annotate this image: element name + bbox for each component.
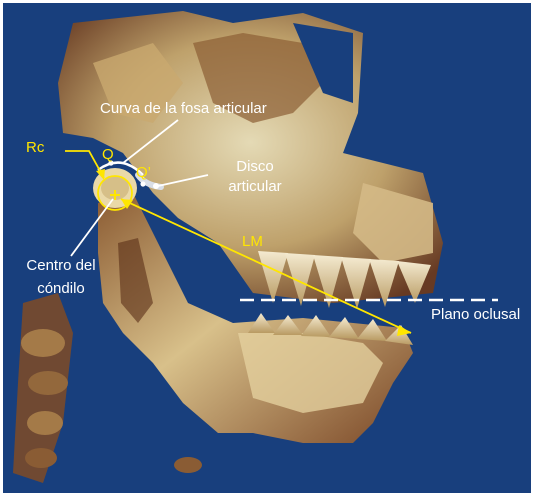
label-rc: Rc	[26, 139, 44, 156]
label-disco-line2: articular	[215, 178, 295, 195]
rc-leader	[65, 151, 104, 178]
label-centro-condilo: Centro del cóndilo	[16, 257, 106, 297]
cephalometric-3d-figure: Curva de la fosa articular Rc Q Q’ Disco…	[3, 3, 531, 493]
label-plano-oclusal: Plano oclusal	[431, 306, 520, 323]
skull-volume-rendering	[3, 3, 531, 493]
q-prime-point	[140, 181, 145, 186]
label-curva-fosa: Curva de la fosa articular	[100, 100, 267, 117]
label-disco-line1: Disco	[215, 158, 295, 175]
label-q-prime: Q’	[136, 164, 151, 181]
label-q: Q	[102, 146, 114, 163]
cervical-spine	[13, 293, 73, 483]
label-disco-articular: Disco articular	[215, 158, 295, 195]
hyoid-bone	[174, 457, 202, 473]
label-centro-line2: cóndilo	[16, 280, 106, 297]
label-centro-line1: Centro del	[16, 257, 106, 274]
label-lm: LM	[242, 233, 263, 250]
